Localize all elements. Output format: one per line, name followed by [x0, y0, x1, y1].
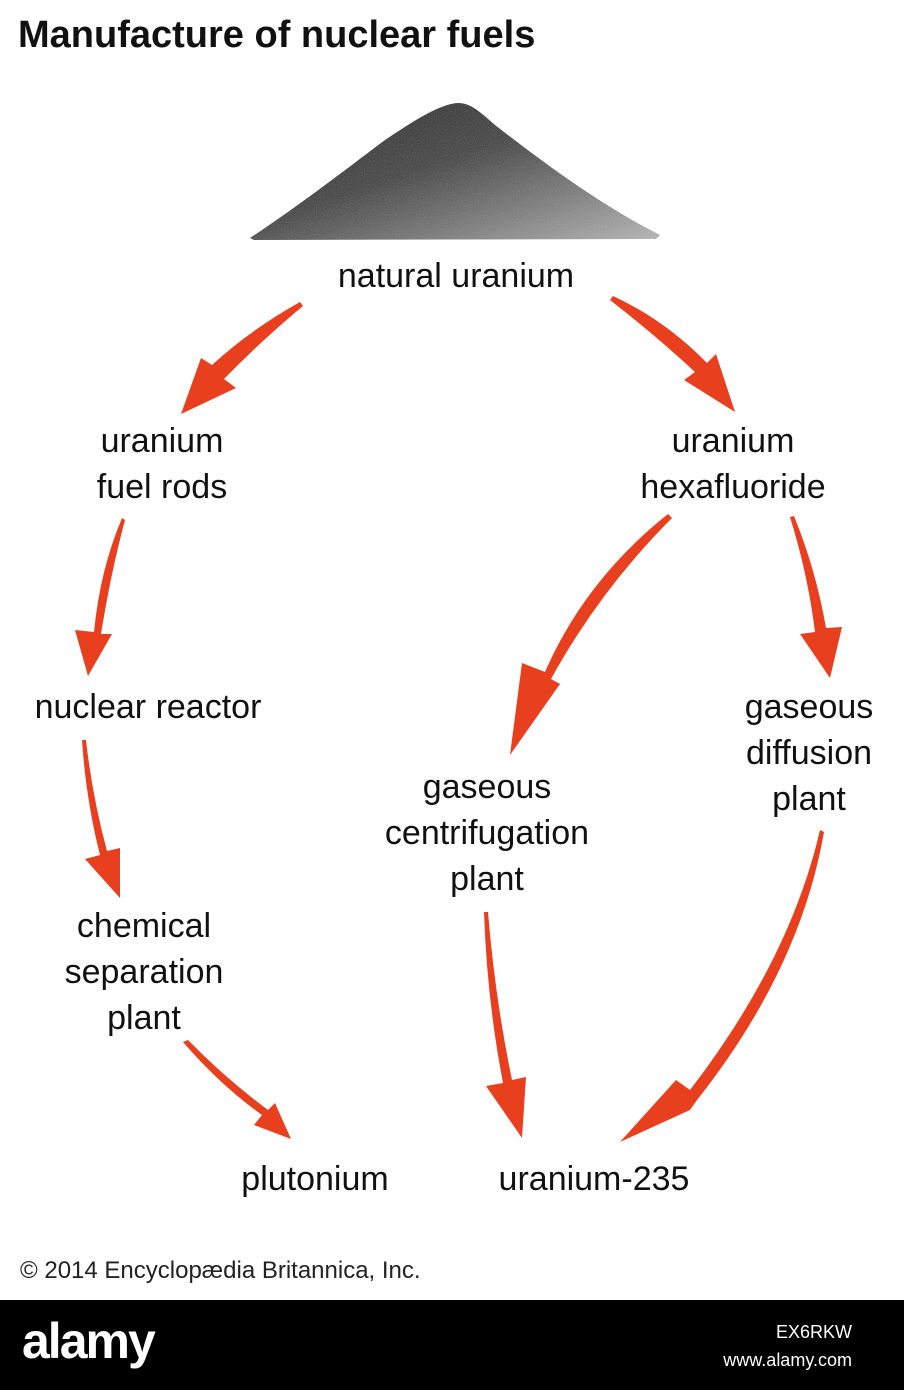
arrow-hexafluoride-to-diffusion	[790, 516, 842, 678]
diagram-title: Manufacture of nuclear fuels	[18, 14, 536, 56]
copyright-notice: © 2014 Encyclopædia Britannica, Inc.	[20, 1257, 421, 1284]
node-line: fuel rods	[96, 468, 228, 506]
node-nuclear-reactor: nuclear reactor	[14, 684, 282, 730]
node-line: diffusion	[745, 734, 873, 772]
node-line: plutonium	[241, 1160, 389, 1198]
node-gaseous-diffusion-plant: gaseous diffusion plant	[724, 684, 894, 822]
node-line: uranium	[100, 422, 224, 460]
node-chemical-separation-plant: chemical separation plant	[44, 903, 244, 1041]
node-line: plant	[772, 780, 846, 818]
node-uranium-235: uranium-235	[478, 1156, 710, 1202]
node-line: hexafluoride	[640, 468, 826, 506]
node-line: natural uranium	[337, 257, 575, 295]
node-uranium-hexafluoride: uranium hexafluoride	[620, 418, 846, 510]
watermark-bar: alamy EX6RKW www.alamy.com	[0, 1300, 904, 1390]
arrow-reactor-to-chemical	[82, 740, 120, 898]
node-line: plant	[450, 860, 524, 898]
node-line: uranium	[671, 422, 795, 460]
arrow-centrifugation-to-u235	[484, 912, 526, 1138]
arrow-chemical-to-plutonium	[183, 1040, 291, 1139]
node-line: gaseous	[422, 768, 552, 806]
node-line: nuclear reactor	[34, 688, 262, 726]
arrow-diffusion-to-u235	[620, 830, 824, 1142]
arrow-hexafluoride-to-centrifugation	[510, 514, 672, 755]
node-plutonium: plutonium	[220, 1156, 410, 1202]
node-line: separation	[64, 953, 224, 991]
node-line: chemical	[76, 907, 212, 945]
image-id: EX6RKW	[775, 1322, 852, 1342]
arrow-natural-to-hexafluoride	[610, 296, 735, 412]
site-url: www.alamy.com	[723, 1350, 852, 1370]
node-natural-uranium: natural uranium	[320, 253, 592, 299]
node-gaseous-centrifugation-plant: gaseous centrifugation plant	[362, 764, 612, 902]
brand-logo: alamy	[22, 1313, 156, 1369]
flow-arrows	[75, 296, 842, 1142]
arrow-natural-to-fuel-rods	[181, 302, 303, 414]
arrow-fuel-rods-to-reactor	[75, 518, 125, 676]
uranium-ore-pile-illustration	[250, 103, 660, 240]
node-line: centrifugation	[384, 814, 590, 852]
node-line: uranium-235	[498, 1160, 690, 1198]
node-line: gaseous	[744, 688, 874, 726]
node-line: plant	[107, 999, 181, 1037]
node-uranium-fuel-rods: uranium fuel rods	[60, 418, 264, 510]
